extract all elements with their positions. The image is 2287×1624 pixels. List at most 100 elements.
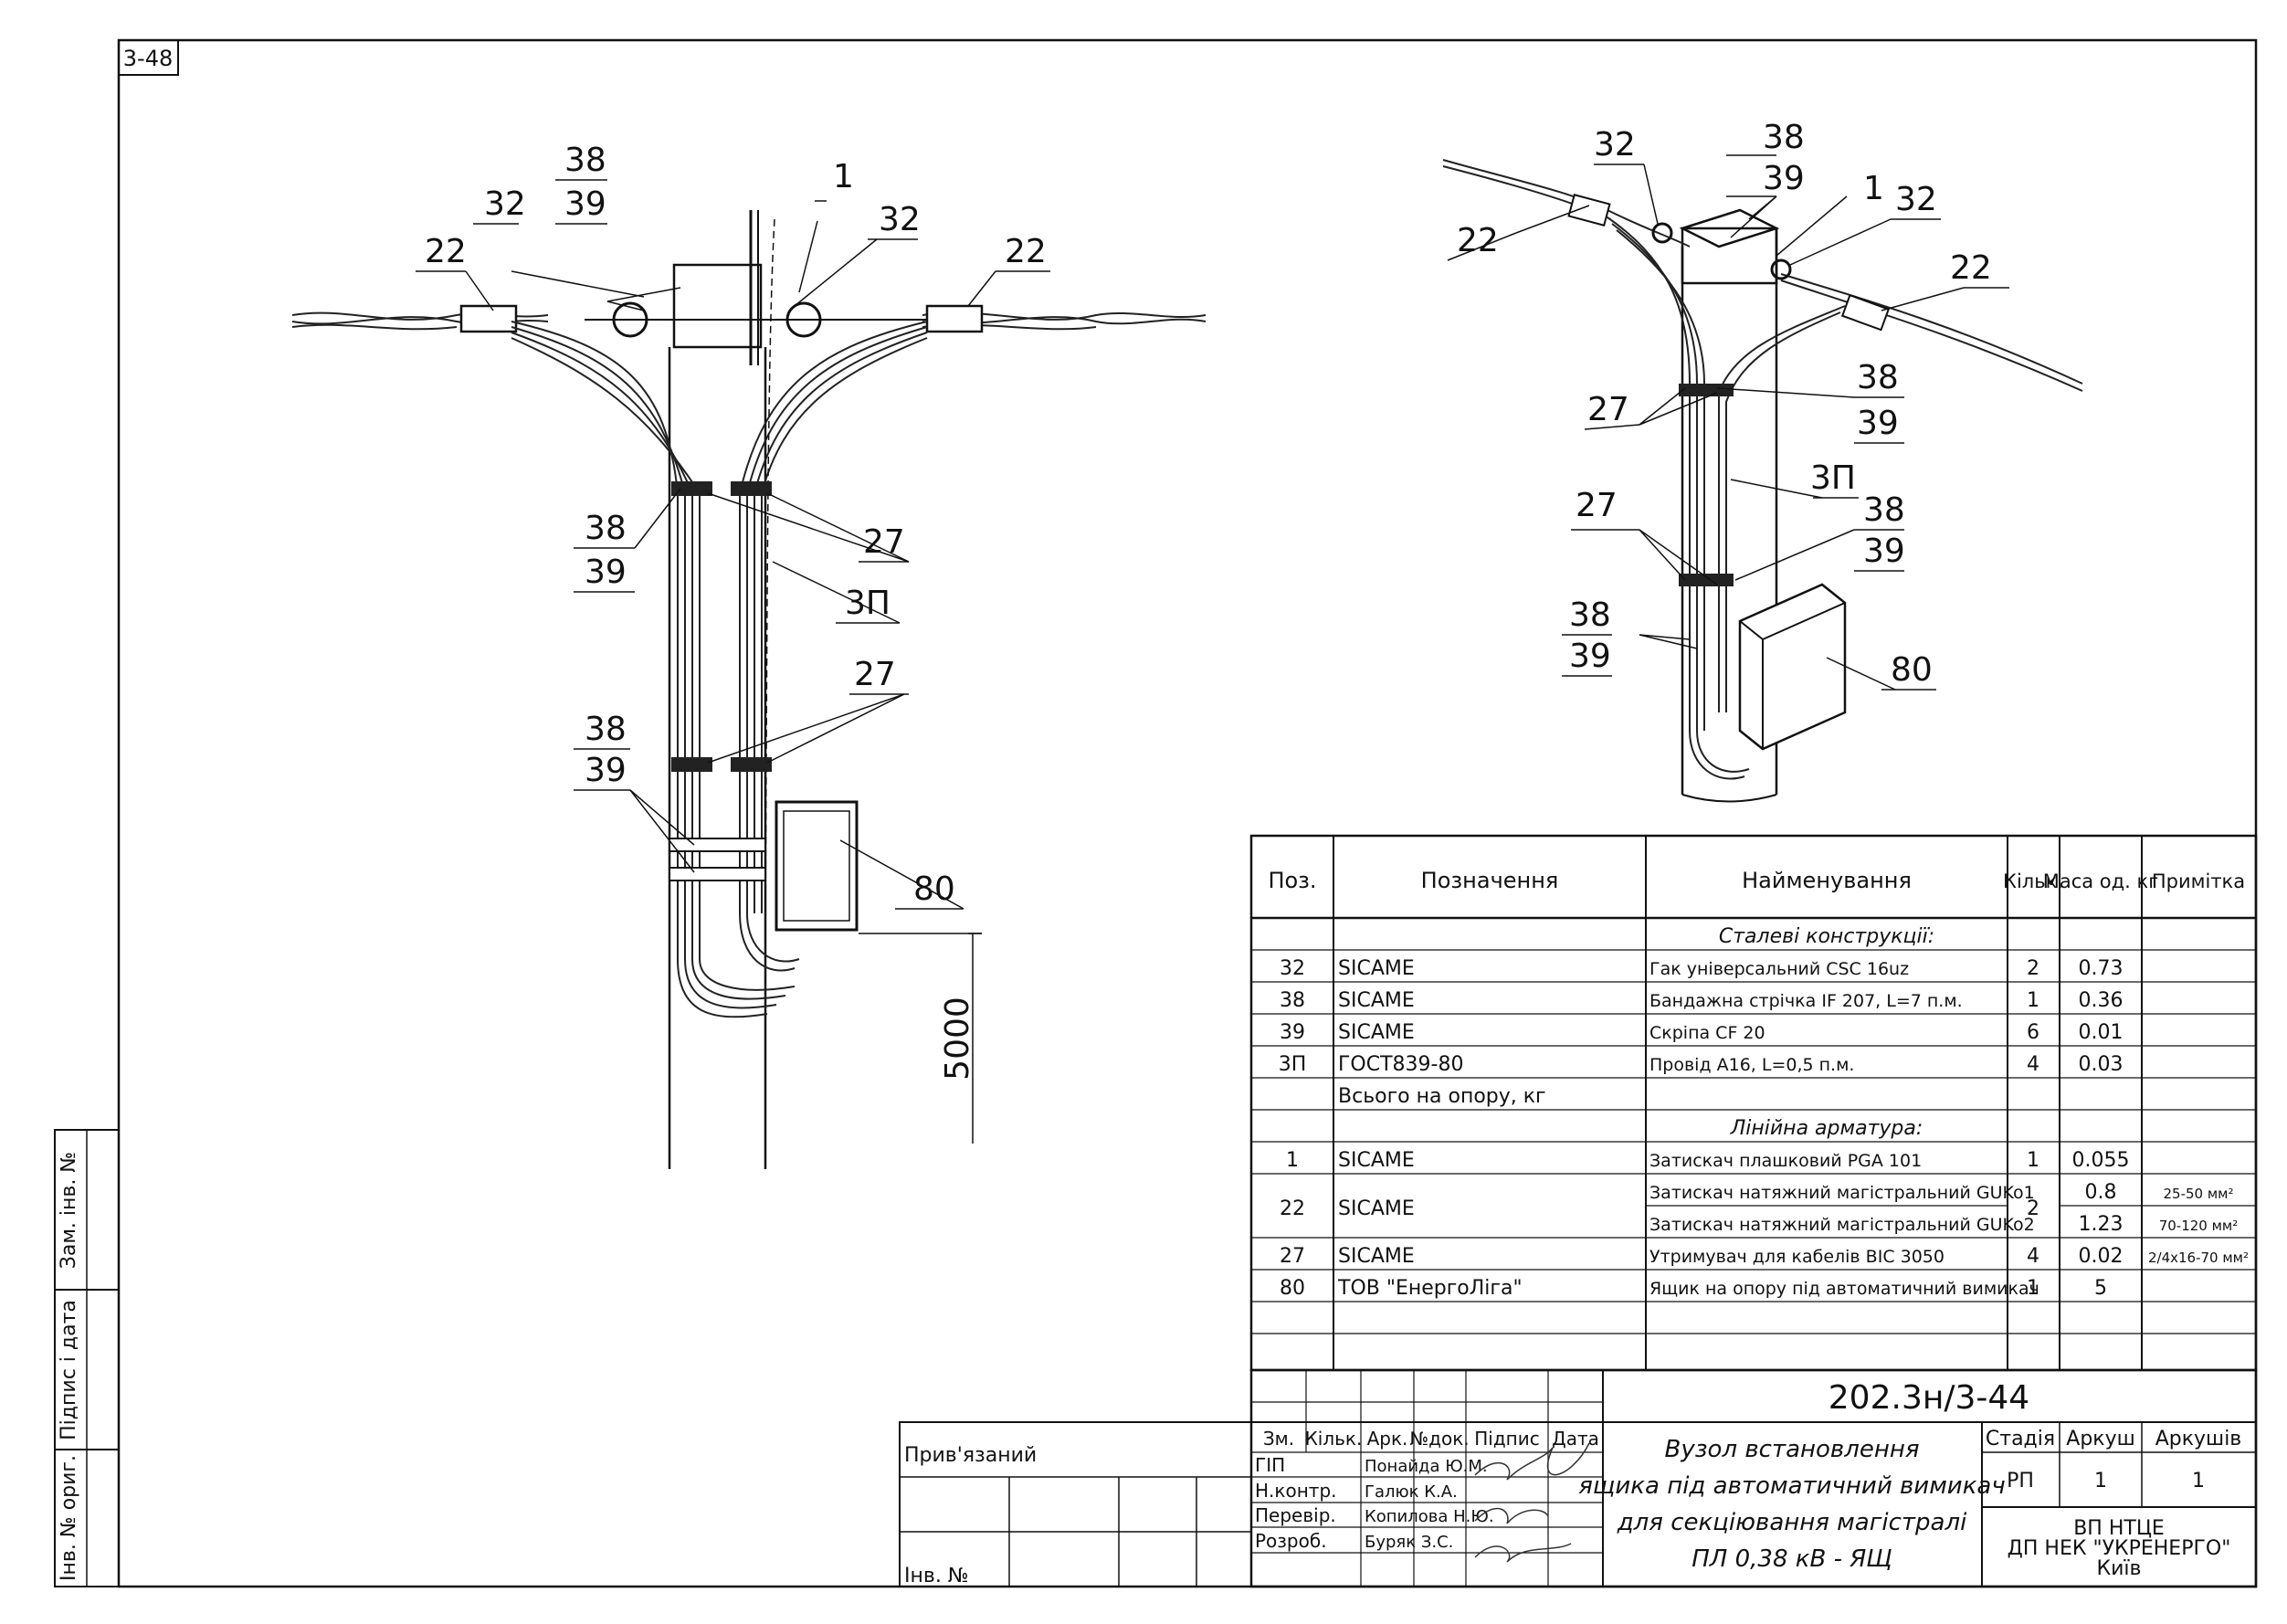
cell-pos: 27	[1280, 1245, 1305, 1268]
cell-name: Затискач плашковий PGA 101	[1649, 1151, 1922, 1171]
callout-39: 39	[585, 752, 627, 789]
cell-mass: 0.03	[2079, 1053, 2124, 1076]
callout-38: 38	[564, 142, 606, 179]
role-gip: ГІП	[1255, 1454, 1285, 1476]
cell-qty: 4	[2027, 1053, 2039, 1076]
signatures	[1474, 1442, 1590, 1563]
role-norm-control: Н.контр.	[1255, 1480, 1337, 1502]
callout-39: 39	[1863, 533, 1905, 570]
sheet-id-box	[118, 39, 179, 76]
cell-qty: 1	[2027, 1149, 2039, 1172]
cell-pos: 1	[1286, 1149, 1299, 1172]
section-fittings: Лінійна арматура:	[1730, 1117, 1923, 1140]
org-line-1: ВП НТЦЕ	[2073, 1517, 2165, 1540]
cell-mass: 5	[2094, 1277, 2107, 1300]
cell-designation: ГОСТ839-80	[1338, 1053, 1463, 1076]
role-developed: Розроб.	[1255, 1530, 1327, 1552]
header-qty: Кільк.	[2003, 870, 2063, 892]
callout-27: 27	[1587, 391, 1629, 428]
name-checked: Копилова Н.Ю.	[1365, 1507, 1494, 1526]
sheet-head: Аркуш	[2066, 1428, 2134, 1450]
callout-39: 39	[564, 185, 606, 223]
header-designation: Позначення	[1421, 868, 1559, 893]
cell-note: 25-50 мм²	[2164, 1186, 2234, 1202]
callout-39: 39	[1763, 160, 1805, 197]
callout-38: 38	[1863, 491, 1905, 529]
side-stamp-original-inv: Інв. № ориг.	[58, 1455, 80, 1581]
cell-pos: 22	[1280, 1197, 1305, 1220]
cell-note: 70-120 мм²	[2159, 1218, 2239, 1234]
cell-note: 2/4х16-70 мм²	[2148, 1250, 2249, 1266]
name-developed: Буряк З.С.	[1365, 1533, 1453, 1552]
col-head-date: Дата	[1552, 1428, 1599, 1450]
cell-designation: SICAME	[1338, 957, 1415, 980]
specification-table: Поз. Позначення Найменування Кільк. Маса…	[1249, 834, 2258, 1372]
callout-38: 38	[1763, 119, 1805, 156]
header-name: Найменування	[1742, 868, 1912, 893]
cell-name: Утримувач для кабелів BIC 3050	[1649, 1247, 1944, 1267]
cell-designation: ТОВ "ЕнергоЛіга"	[1337, 1277, 1523, 1300]
cell-pos: 3П	[1279, 1053, 1307, 1076]
callout-38: 38	[585, 510, 627, 547]
callout-38: 38	[585, 711, 627, 748]
callout-38: 38	[1857, 359, 1899, 396]
sheet-id: 3-48	[123, 46, 173, 71]
cell-mass: 0.055	[2072, 1149, 2130, 1172]
sheet-value: 1	[2094, 1470, 2107, 1492]
side-stamp-signature-date: Підпис і дата	[58, 1300, 80, 1440]
cell-pos: 39	[1280, 1021, 1305, 1044]
title-line-1: Вузол встановлення	[1664, 1436, 1919, 1463]
stage-value: РП	[2007, 1470, 2034, 1492]
sheets-value: 1	[2192, 1470, 2205, 1492]
callout-22: 22	[1005, 233, 1047, 270]
cell-name: Бандажна стрічка IF 207, L=7 п.м.	[1649, 991, 1963, 1011]
section-steel: Сталеві конструкції:	[1719, 925, 1934, 948]
cell-mass: 0.73	[2079, 957, 2124, 980]
callout-1: 1	[833, 158, 854, 195]
callout-32: 32	[1594, 126, 1636, 163]
callout-3p: 3П	[1810, 459, 1856, 497]
cell-designation: SICAME	[1338, 1149, 1415, 1172]
cell-mass: 0.02	[2079, 1245, 2124, 1268]
right-pole-drawing: 32 38 39 1 32 22 22 27 38 39 3П 38 39 27…	[1442, 119, 2083, 803]
cell-name: Гак універсальний CSC 16uz	[1649, 959, 1909, 979]
name-norm-control: Галюк К.А.	[1365, 1482, 1458, 1502]
callout-1: 1	[1863, 170, 1884, 207]
callout-32: 32	[879, 201, 921, 238]
col-head-change: Зм.	[1263, 1428, 1294, 1450]
cell-qty: 1	[2027, 989, 2039, 1012]
cell-qty: 4	[2027, 1245, 2039, 1268]
title-line-3: для секціювання магістралі	[1617, 1509, 1967, 1536]
stage-head: Стадія	[1986, 1428, 2055, 1450]
cell-mass: 0.8	[2085, 1181, 2117, 1204]
org-line-3: Київ	[2097, 1557, 2142, 1580]
cell-qty: 1	[2027, 1277, 2039, 1300]
cell-name: Затискач натяжний магістральний GUKo2	[1649, 1215, 2035, 1235]
cell-name: Скріпа CF 20	[1649, 1023, 1765, 1043]
col-head-signature: Підпис	[1474, 1428, 1540, 1450]
side-stamp: Зам. інв. № Підпис і дата Інв. № ориг.	[54, 1129, 120, 1587]
header-mass: Маса од. кг	[2043, 870, 2159, 892]
col-head-qty: Кільк.	[1305, 1428, 1363, 1450]
title-line-4: ПЛ 0,38 кВ - ЯЩ	[1692, 1545, 1892, 1573]
cell-designation: SICAME	[1338, 1197, 1415, 1220]
col-head-sheet: Арк.	[1367, 1428, 1408, 1450]
cell-pos: 38	[1280, 989, 1305, 1012]
callout-22: 22	[1950, 249, 1992, 287]
doc-code: 202.3н/3-44	[1829, 1379, 2029, 1417]
total-label: Всього на опору, кг	[1338, 1085, 1546, 1108]
cell-name: Ящик на опору під автоматичний вимикач	[1649, 1279, 2039, 1299]
callout-27: 27	[863, 523, 905, 561]
dimension-height: 5000	[939, 997, 976, 1081]
cell-qty: 2	[2027, 957, 2039, 980]
callout-32: 32	[1895, 181, 1937, 218]
cell-name: Затискач натяжний магістральний GUKo1	[1649, 1183, 2035, 1203]
header-note: Примітка	[2152, 870, 2245, 892]
callout-3p: 3П	[845, 585, 891, 622]
callout-32: 32	[484, 185, 526, 223]
callout-38: 38	[1569, 596, 1611, 634]
name-gip: Понайда Ю.М.	[1365, 1457, 1488, 1476]
callout-80: 80	[1891, 651, 1933, 689]
callout-22: 22	[1457, 222, 1499, 259]
inv-label: Інв. №	[904, 1565, 969, 1587]
